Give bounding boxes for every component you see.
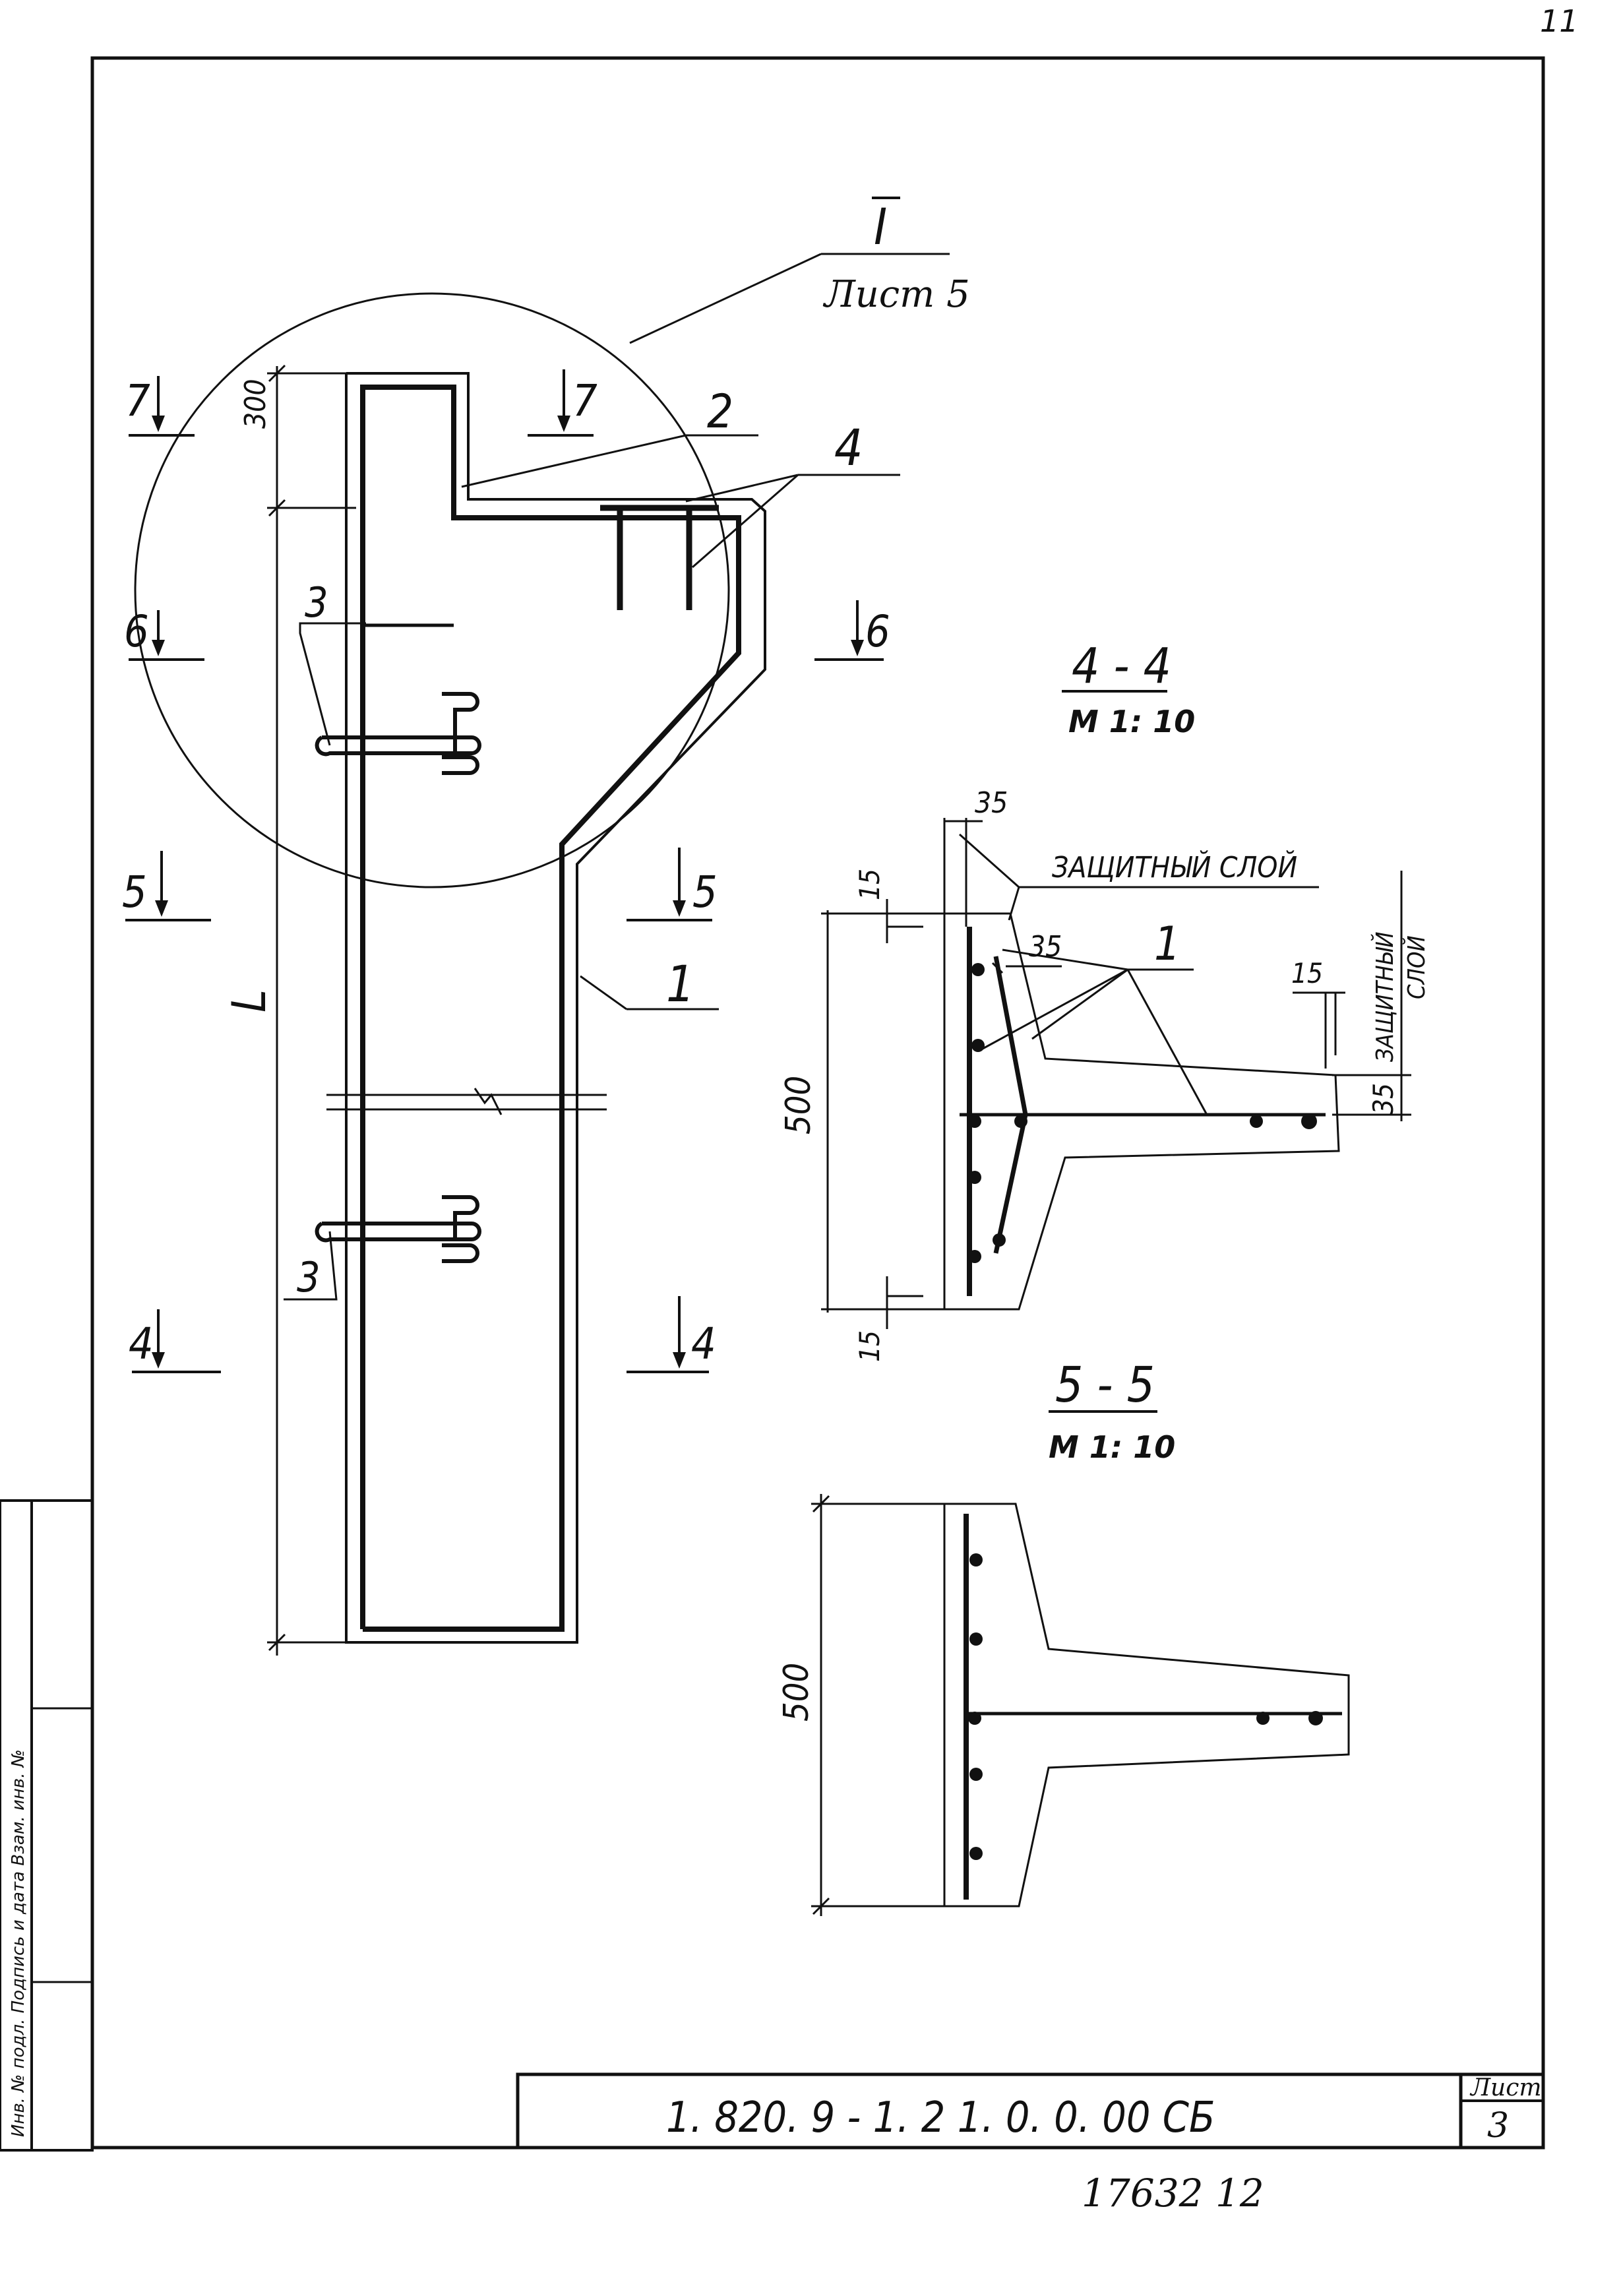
- position-4: 4: [834, 418, 863, 477]
- svg-text:7: 7: [125, 375, 150, 426]
- loop-bar-upper: [315, 692, 481, 775]
- position-3-lower: 3: [297, 1253, 320, 1301]
- drawing-code: 1. 820. 9 - 1. 2 1. 0. 0. 00 СБ: [666, 2094, 1215, 2142]
- section-mark-7-left: 7: [125, 375, 195, 437]
- detail-circle: [134, 292, 730, 888]
- anchor-bars: [600, 505, 719, 610]
- dim-15-bottom: 15: [853, 1330, 886, 1362]
- dim-500-4-4: 500: [779, 1076, 818, 1134]
- svg-text:5: 5: [122, 867, 147, 917]
- archive-number: 17632 12: [1082, 2171, 1264, 2216]
- dim-length-label: L: [222, 989, 276, 1012]
- position-1: 1: [666, 954, 695, 1013]
- section-4-4-position-1: 1: [1154, 917, 1180, 971]
- section-4-4-scale: М 1: 10: [1068, 704, 1195, 739]
- svg-text:6: 6: [124, 606, 149, 657]
- section-5-5-bars: [968, 1553, 1323, 1860]
- main-elevation: 300 L I Лист 5 2 4 1 3 3 7: [122, 197, 970, 1656]
- section-mark-4-left: 4: [129, 1309, 221, 1373]
- section-mark-5-right: 5: [627, 848, 718, 921]
- page-number: 11: [1540, 3, 1579, 39]
- binding-strip-text: Инв. № подл. Подпись и дата Взам. инв. №: [9, 1749, 28, 2137]
- dim-15-top: 15: [853, 869, 886, 900]
- dim-300: 300: [239, 379, 272, 429]
- section-mark-7-right: 7: [528, 369, 597, 437]
- position-2: 2: [707, 385, 733, 439]
- section-5-5-outline: [943, 1503, 1350, 1908]
- section-4-4-outline: [943, 912, 1340, 1311]
- cover-label-vertical-2: СЛОЙ: [1403, 935, 1430, 999]
- cover-label: ЗАЩИТНЫЙ СЛОЙ: [1052, 850, 1297, 884]
- svg-text:4: 4: [691, 1319, 716, 1369]
- cover-label-vertical-1: ЗАЩИТНЫЙ: [1371, 932, 1399, 1062]
- section-4-4-title: 4 - 4: [1072, 638, 1171, 695]
- detail-sheet-ref: Лист 5: [822, 273, 970, 316]
- title-stamp: 1. 820. 9 - 1. 2 1. 0. 0. 00 СБ Лист 3: [516, 2072, 1545, 2150]
- dim-35-top: 35: [975, 786, 1008, 820]
- binding-strip: Инв. № подл. Подпись и дата Взам. инв. №: [0, 1499, 94, 2152]
- section-5-5: 5 - 5 М 1: 10 500: [777, 1357, 1350, 1916]
- dim-35-right: 35: [1367, 1083, 1399, 1115]
- sheet-number: 3: [1487, 2106, 1509, 2146]
- dim-500-5-5: 500: [777, 1663, 816, 1722]
- position-3-upper: 3: [305, 578, 328, 627]
- section-5-5-title: 5 - 5: [1055, 1357, 1155, 1413]
- svg-text:6: 6: [865, 606, 890, 657]
- section-4-4-bars: [968, 963, 1317, 1263]
- section-mark-5-left: 5: [122, 851, 211, 921]
- detail-numeral: I: [874, 197, 887, 256]
- loop-bar-lower: [315, 1195, 481, 1263]
- sheet-label: Лист: [1469, 2074, 1542, 2101]
- section-mark-6-right: 6: [814, 600, 890, 661]
- svg-text:7: 7: [572, 375, 597, 426]
- section-5-5-scale: М 1: 10: [1049, 1429, 1175, 1465]
- section-mark-4-right: 4: [627, 1296, 716, 1373]
- break-line: [326, 1088, 607, 1115]
- svg-text:4: 4: [129, 1319, 154, 1369]
- column-outline: [345, 372, 766, 1644]
- svg-text:5: 5: [692, 867, 718, 917]
- rebar-cage: [360, 385, 741, 1632]
- dim-15-right: 15: [1291, 957, 1323, 989]
- section-mark-6-left: 6: [124, 606, 204, 661]
- section-4-4: 4 - 4 М 1: 10 35 15: [779, 638, 1430, 1362]
